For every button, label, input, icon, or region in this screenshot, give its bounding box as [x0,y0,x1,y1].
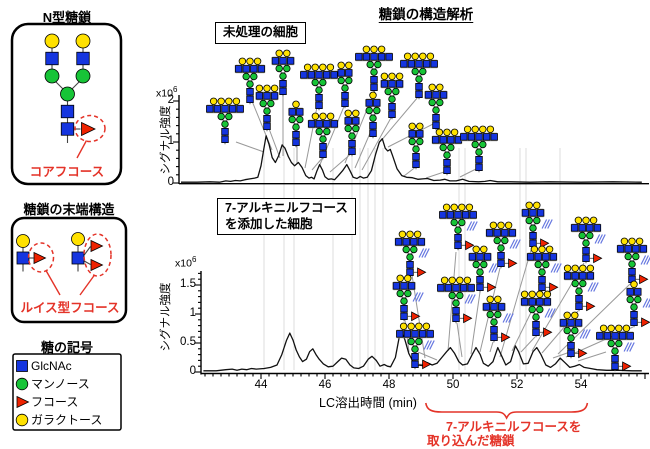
terminal-structure-box-title: 糖鎖の末端構造 [23,202,115,217]
glycan-structure [520,290,556,338]
glycan-structure [380,72,404,120]
chromatogram-trace-untreated [181,135,642,183]
glycan-structure [526,245,562,293]
glycan-structure [570,216,606,264]
legend-item-mannose: マンノース [31,377,90,391]
alkynyl-range-annotation-line1: 7-アルキニルフコースを [446,420,582,434]
bottom-chart-label-line2: を添加した細胞 [225,216,313,231]
lewis-fucose-highlight-ellipse [27,242,55,273]
bottom-chart-label: 7-アルキニルフコース を添加した細胞 [217,198,356,236]
glycan-structure [408,122,424,170]
alkynyl-range-brace [425,402,589,420]
tick-label: 46 [318,378,332,391]
top-y-scale-label: x106 [156,85,178,100]
n-glycan-box-title: N型糖鎖 [42,10,92,25]
glycan-structure [234,57,266,105]
tick-label: 2 [167,94,174,106]
figure-title: 糖鎖の構造解析 [378,7,474,22]
glycan-structure [460,125,498,173]
retention-time-connector-lines [263,148,561,370]
tick-label: 0 [189,365,196,377]
glycan-structure [300,63,338,111]
glycan-structure [337,61,353,109]
glycan-structure [626,280,650,328]
glycan-structure [271,49,295,97]
tick-label: 50 [446,378,460,391]
glycan-structure [521,201,553,249]
glycan-structure [559,311,591,359]
glycan-structure [400,52,438,100]
tick-label: 52 [510,378,524,391]
core-fucose-label: コアフコース [29,165,105,179]
legend-item-galactose: ガラクトース [31,413,103,427]
tick-label: 54 [574,378,588,391]
glycan-structure [468,245,500,293]
alkynyl-range-annotation-line2: 取り込んだ糖鎖 [427,434,515,448]
top-chart-label: 未処理の細胞 [215,22,307,44]
lewis-difucose-highlight-ellipse [83,233,112,277]
core-fucose-highlight-ellipse [74,114,106,143]
glycan-structure [206,97,244,145]
legend-item-fucose: フコース [31,395,79,409]
tick-label: 1.5 [180,278,196,290]
symbol-legend-title: 糖の記号 [40,340,93,355]
glycan-structure [394,230,430,278]
glycan-structure [439,203,478,251]
glycan-structure [255,84,279,132]
legend-item-glcnac: GlcNAc [31,359,72,373]
glycan-structure [482,295,514,343]
glycan-structure [596,324,635,372]
axes [173,95,649,379]
tick-label: 1 [189,307,196,319]
glycan-structure [392,274,424,322]
tick-label: 0 [167,176,174,188]
glycan-structure [288,100,304,148]
glycan-structure [424,83,448,131]
bottom-y-scale-label: x106 [175,255,197,270]
glycan-structure [437,276,476,324]
tick-label: 1 [167,135,174,147]
chromatogram-trace-treated [203,330,642,372]
x-axis-title: LC溶出時間 (min) [319,396,417,410]
glycan-structure [344,109,360,157]
glycan-structure [431,128,463,176]
tick-label: 44 [254,378,268,391]
glycan-structure [355,45,393,93]
lewis-fucose-label: ルイス型フコース [20,301,120,315]
glycan-structure [485,221,521,269]
sidebar-graphics [10,22,128,431]
bottom-chart-label-line1: 7-アルキニルフコース [225,201,348,215]
tick-label: 48 [382,378,396,391]
glycan-structure [365,91,381,139]
glycan-structure [563,264,599,312]
glycan-structure [616,237,650,285]
glycan-structure [307,112,339,160]
glycan-structure [396,322,435,370]
tick-label: 0.5 [180,336,196,348]
